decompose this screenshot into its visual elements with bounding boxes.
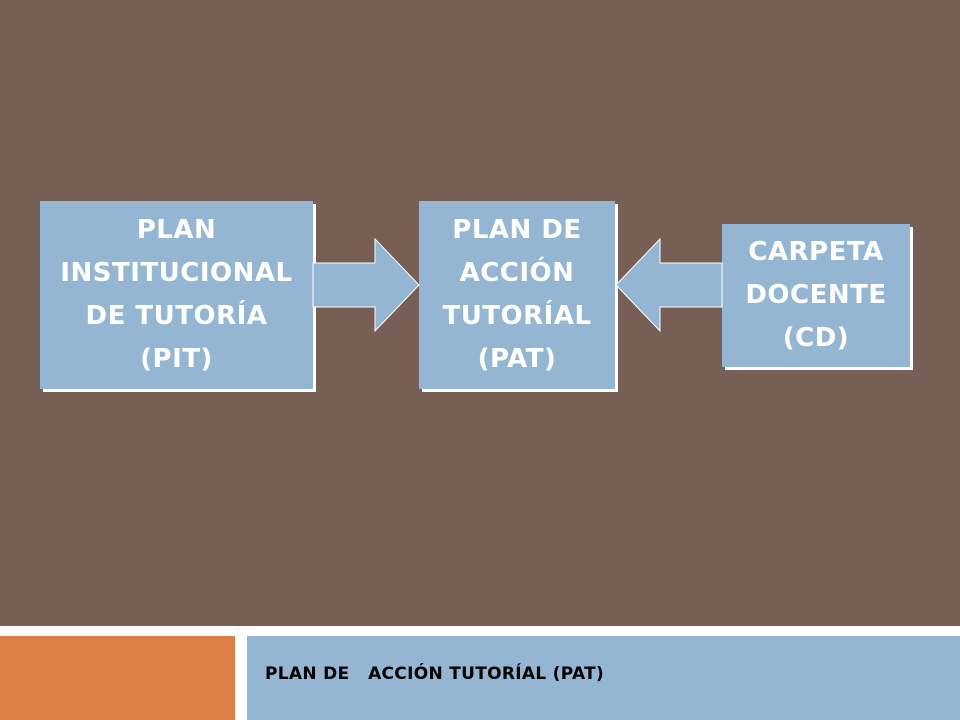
box-cd-label: CARPETA DOCENTE (CD) xyxy=(745,237,887,353)
box-plan-institucional-de-tutoria: PLAN INSTITUCIONAL DE TUTORÍA (PIT) xyxy=(40,201,313,389)
footer-title: PLAN DE ACCIÓN TUTORÍAL (PAT) xyxy=(265,664,605,684)
arrow-cd-to-pat xyxy=(615,237,723,333)
footer-accent-block xyxy=(0,636,235,720)
box-carpeta-docente: CARPETA DOCENTE (CD) xyxy=(722,224,910,367)
box-pat-label: PLAN DE ACCIÓN TUTORÍAL (PAT) xyxy=(442,215,592,374)
box-plan-de-accion-tutorial: PLAN DE ACCIÓN TUTORÍAL (PAT) xyxy=(419,201,615,389)
diagram-arrows xyxy=(312,237,723,333)
arrow-pit-to-pat xyxy=(312,237,420,333)
footer-title-bar xyxy=(247,636,960,720)
box-pit-label: PLAN INSTITUCIONAL DE TUTORÍA (PIT) xyxy=(60,215,293,374)
